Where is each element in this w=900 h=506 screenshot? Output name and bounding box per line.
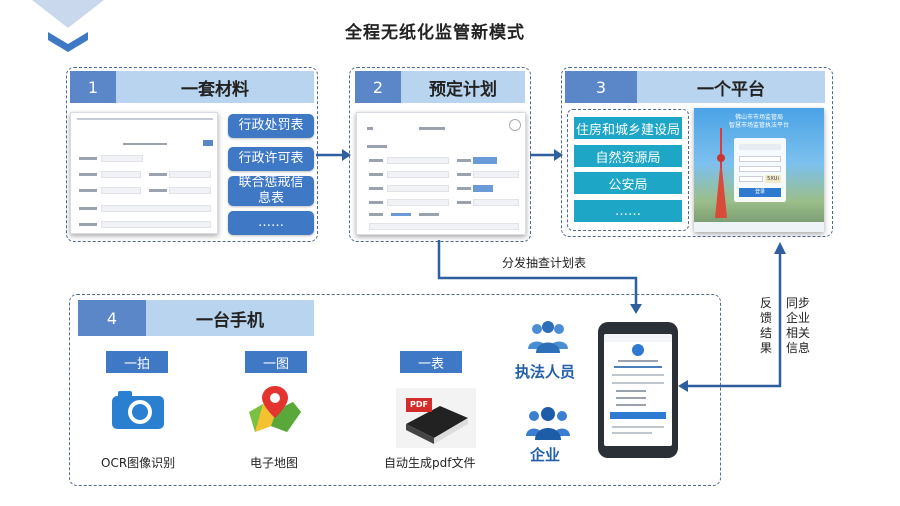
smartphone-icon (598, 322, 678, 458)
arrow-icon (437, 240, 642, 314)
step3-number: 3 (565, 71, 637, 103)
step3-panel (561, 67, 833, 237)
map-pin-icon (249, 386, 301, 432)
more-materials-button[interactable]: …… (228, 211, 314, 235)
arrow-icon (678, 242, 786, 392)
dept-list-panel (567, 109, 689, 231)
dept-natural-resources[interactable]: 自然资源局 (574, 145, 682, 167)
pdf-caption: 自动生成pdf文件 (384, 456, 476, 470)
login-button[interactable]: 登录 (739, 188, 781, 197)
step2-title: 预定计划 (401, 71, 525, 103)
chevron-down-icon (32, 0, 104, 52)
joint-discipline-button[interactable]: 联合惩戒信息表 (228, 175, 314, 206)
platform-login-screenshot: 佛山市市场监管局 智慧市场监管执法平台 5XUi 登录 (694, 108, 824, 232)
step2-number: 2 (355, 71, 401, 103)
step2-plan-screenshot (356, 112, 526, 235)
step1-number: 1 (70, 71, 116, 103)
role-enterprise: 企业 (530, 446, 561, 464)
tag-map: 一图 (245, 351, 307, 373)
captcha: 5XUi (765, 175, 781, 183)
feedback-label: 反馈结果 (760, 296, 773, 355)
step1-form-screenshot (70, 112, 218, 234)
page-title: 全程无纸化监管新模式 (345, 23, 525, 43)
tag-photo: 一拍 (106, 351, 168, 373)
step1-title: 一套材料 (116, 71, 314, 103)
sync-label: 同步企业相关信息 (786, 296, 811, 355)
tag-table: 一表 (400, 351, 462, 373)
step3-title: 一个平台 (637, 71, 825, 103)
dept-more[interactable]: …… (574, 200, 682, 222)
step4-number: 4 (78, 300, 146, 336)
step4-title: 一台手机 (146, 300, 314, 336)
pdf-book-icon (396, 388, 476, 448)
dept-public-security[interactable]: 公安局 (574, 172, 682, 194)
camera-icon (112, 391, 164, 429)
user-group-icon (526, 407, 570, 440)
map-caption: 电子地图 (250, 456, 299, 470)
arrow-icon (530, 149, 563, 161)
ocr-caption: OCR图像识别 (101, 456, 176, 470)
arrow-icon (316, 149, 351, 161)
admin-penalty-button[interactable]: 行政处罚表 (228, 114, 314, 138)
dept-housing[interactable]: 住房和城乡建设局 (574, 117, 682, 139)
admin-license-button[interactable]: 行政许可表 (228, 147, 314, 171)
role-enforcer: 执法人员 (515, 363, 576, 381)
dispatch-plan-label: 分发抽查计划表 (502, 256, 587, 270)
login-title: 佛山市市场监管局 智慧市场监管执法平台 (728, 114, 789, 129)
people-group-icon (528, 321, 568, 353)
step4-panel (69, 294, 721, 486)
pdf-label: PDF (410, 400, 428, 409)
